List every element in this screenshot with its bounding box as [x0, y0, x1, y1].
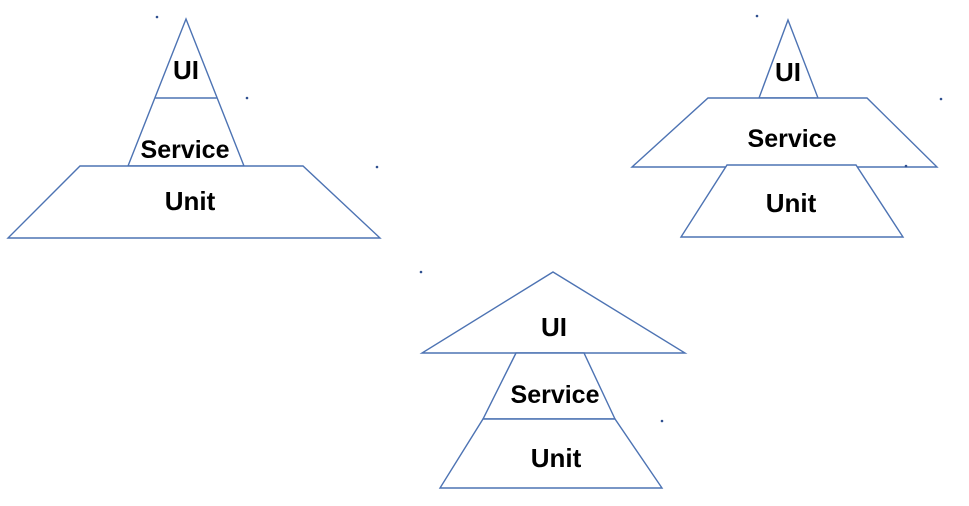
stray-dots: [155, 14, 943, 423]
stray-dot: [419, 270, 423, 274]
unit-label: Unit: [165, 186, 216, 216]
diagram-top-left: UI Service Unit: [6, 17, 382, 239]
stray-dot: [245, 96, 249, 100]
ui-label: UI: [775, 57, 801, 87]
stray-dot: [755, 14, 759, 18]
diagram-bottom-center: UI Service Unit: [419, 271, 688, 489]
diagram-top-right: UI Service Unit: [630, 18, 939, 238]
service-trapezoid: [630, 97, 939, 168]
unit-label: Unit: [766, 188, 817, 218]
unit-trapezoid: [438, 418, 664, 489]
ui-label: UI: [173, 55, 199, 85]
stray-dot: [939, 97, 943, 101]
service-label: Service: [511, 381, 600, 409]
stray-dot: [904, 164, 908, 168]
unit-trapezoid: [679, 164, 905, 238]
unit-label: Unit: [531, 443, 582, 473]
stray-dot: [660, 419, 664, 423]
ui-label: UI: [541, 312, 567, 342]
stray-dot: [155, 15, 159, 19]
service-label: Service: [141, 136, 230, 164]
service-label: Service: [748, 125, 837, 153]
stray-dot: [375, 165, 379, 169]
unit-trapezoid: [6, 165, 382, 239]
